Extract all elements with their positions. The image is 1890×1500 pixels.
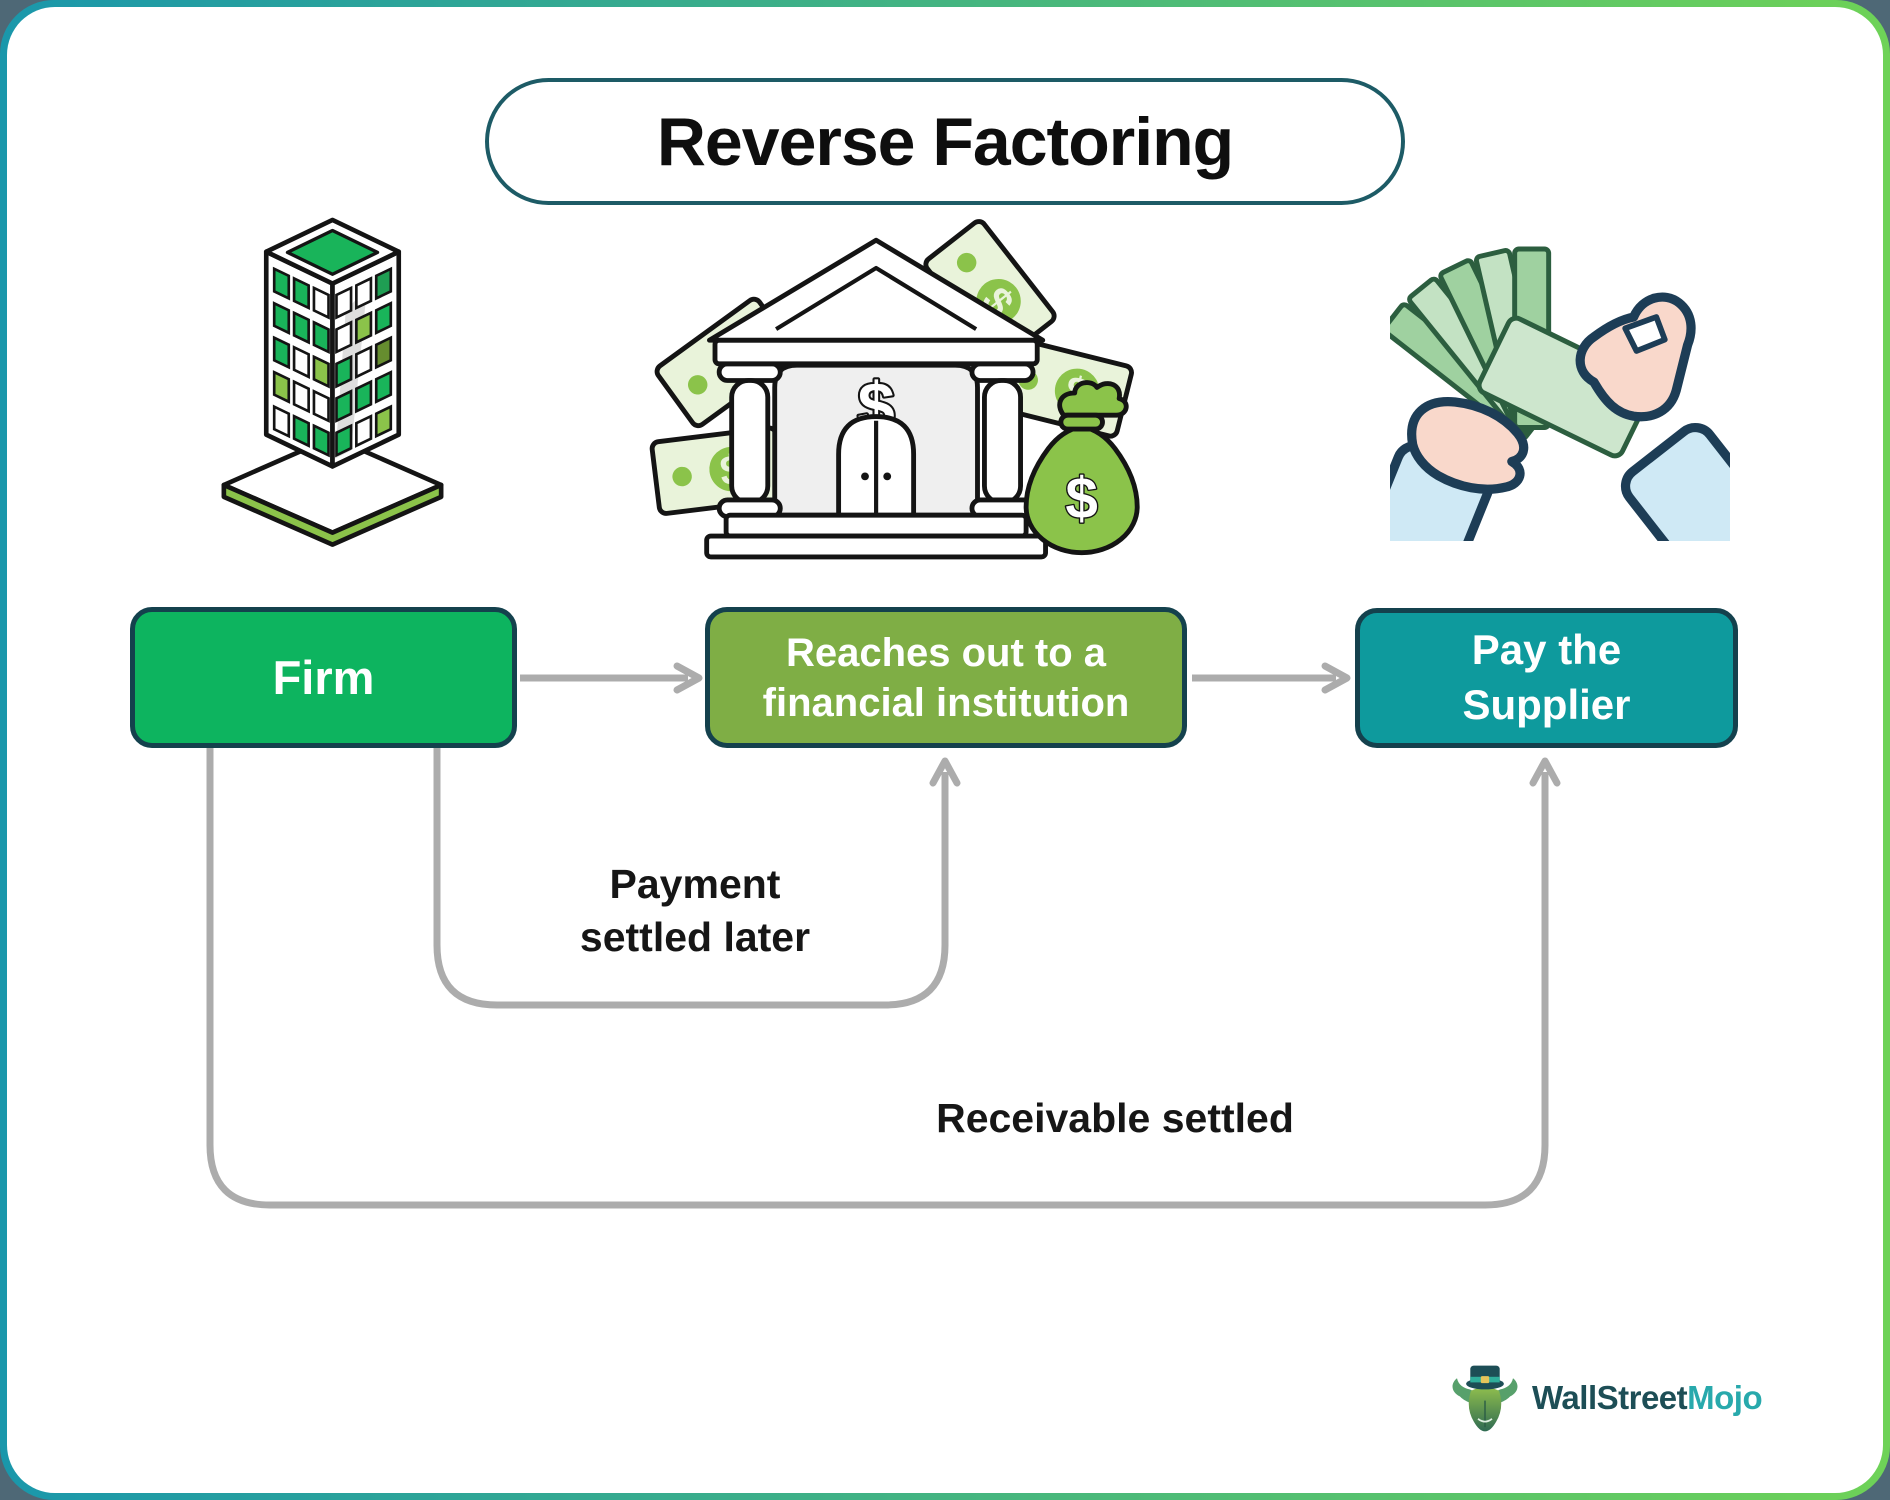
logo-wordmark: WallStreetMojo bbox=[1532, 1379, 1763, 1417]
building-base-side bbox=[221, 482, 444, 547]
right-sleeve bbox=[1620, 422, 1730, 541]
logo-wallstreet-text: WallStreet bbox=[1532, 1379, 1688, 1416]
building-roof bbox=[285, 228, 380, 276]
bank-money-icon: $ $ bbox=[640, 218, 1140, 560]
page-title: Reverse Factoring bbox=[485, 78, 1405, 205]
wallstreetmojo-logo: WallStreetMojo bbox=[1450, 1352, 1763, 1444]
node-financial-institution: Reaches out to a financial institution bbox=[705, 607, 1187, 748]
edge-label-receivable-settled: Receivable settled bbox=[936, 1095, 1294, 1141]
bag-dollar-glyph: $ bbox=[1065, 466, 1097, 531]
left-hand bbox=[1407, 397, 1529, 494]
bank-building: $ bbox=[704, 237, 1048, 560]
pinched-bill-corner bbox=[1622, 314, 1668, 354]
node-pay-the-supplier: Pay the Supplier bbox=[1355, 608, 1738, 748]
right-hand bbox=[1575, 292, 1696, 422]
office-building-icon bbox=[221, 217, 444, 547]
money-bag: $ bbox=[1023, 380, 1140, 556]
money-fan bbox=[1390, 246, 1655, 459]
hands-counting-money-icon bbox=[1390, 246, 1730, 541]
logo-mojo-text: Mojo bbox=[1687, 1379, 1763, 1416]
node-firm: Firm bbox=[130, 607, 517, 748]
bull-mascot-icon bbox=[1452, 1365, 1518, 1431]
edge-label-payment-settled-later: Payment settled later bbox=[579, 861, 811, 961]
